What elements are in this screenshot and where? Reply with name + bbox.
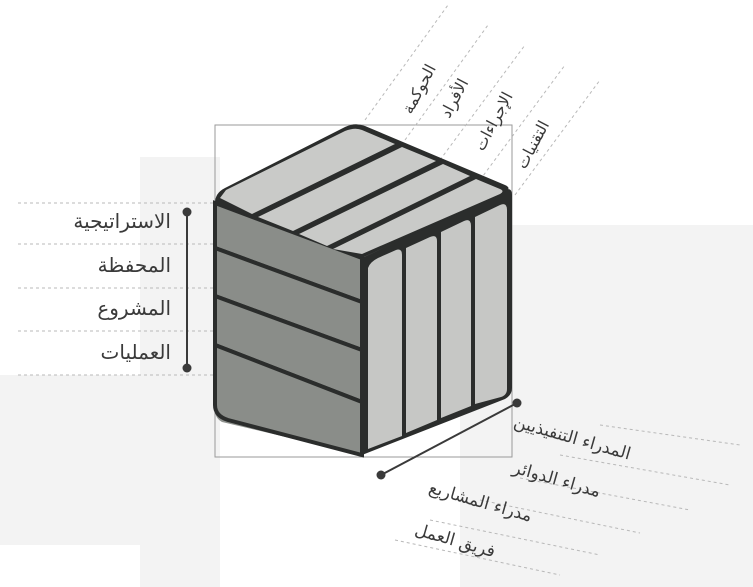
left-axis-line <box>183 208 192 373</box>
left-label-operations: العمليات <box>101 340 171 364</box>
left-label-project: المشروع <box>97 296 171 320</box>
cube <box>215 124 512 455</box>
left-label-portfolio: المحفظة <box>98 253 171 277</box>
left-label-strategy: الاستراتيجية <box>73 209 171 233</box>
